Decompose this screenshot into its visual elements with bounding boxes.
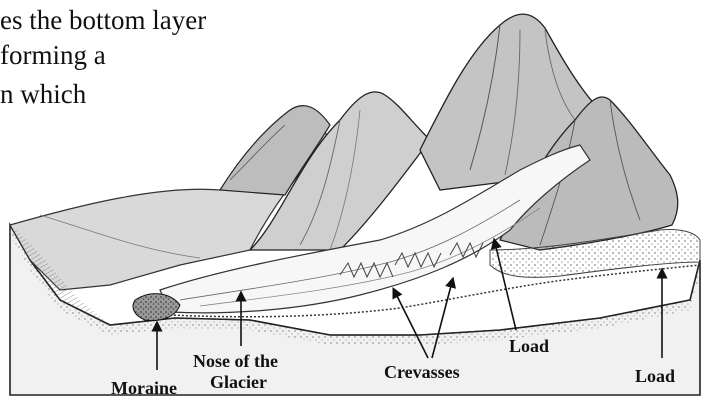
label-load-right: Load bbox=[635, 366, 675, 386]
label-moraine: Moraine bbox=[111, 378, 177, 398]
label-load-center: Load bbox=[509, 336, 549, 356]
label-nose-line-2: Glacier bbox=[210, 372, 267, 392]
label-crevasses: Crevasses bbox=[384, 362, 460, 382]
label-nose-line-1: Nose of the bbox=[193, 351, 278, 371]
caption-line-3: n which bbox=[0, 79, 86, 109]
caption-line-2: forming a bbox=[0, 40, 106, 70]
caption-line-1: es the bottom layer bbox=[0, 5, 206, 35]
